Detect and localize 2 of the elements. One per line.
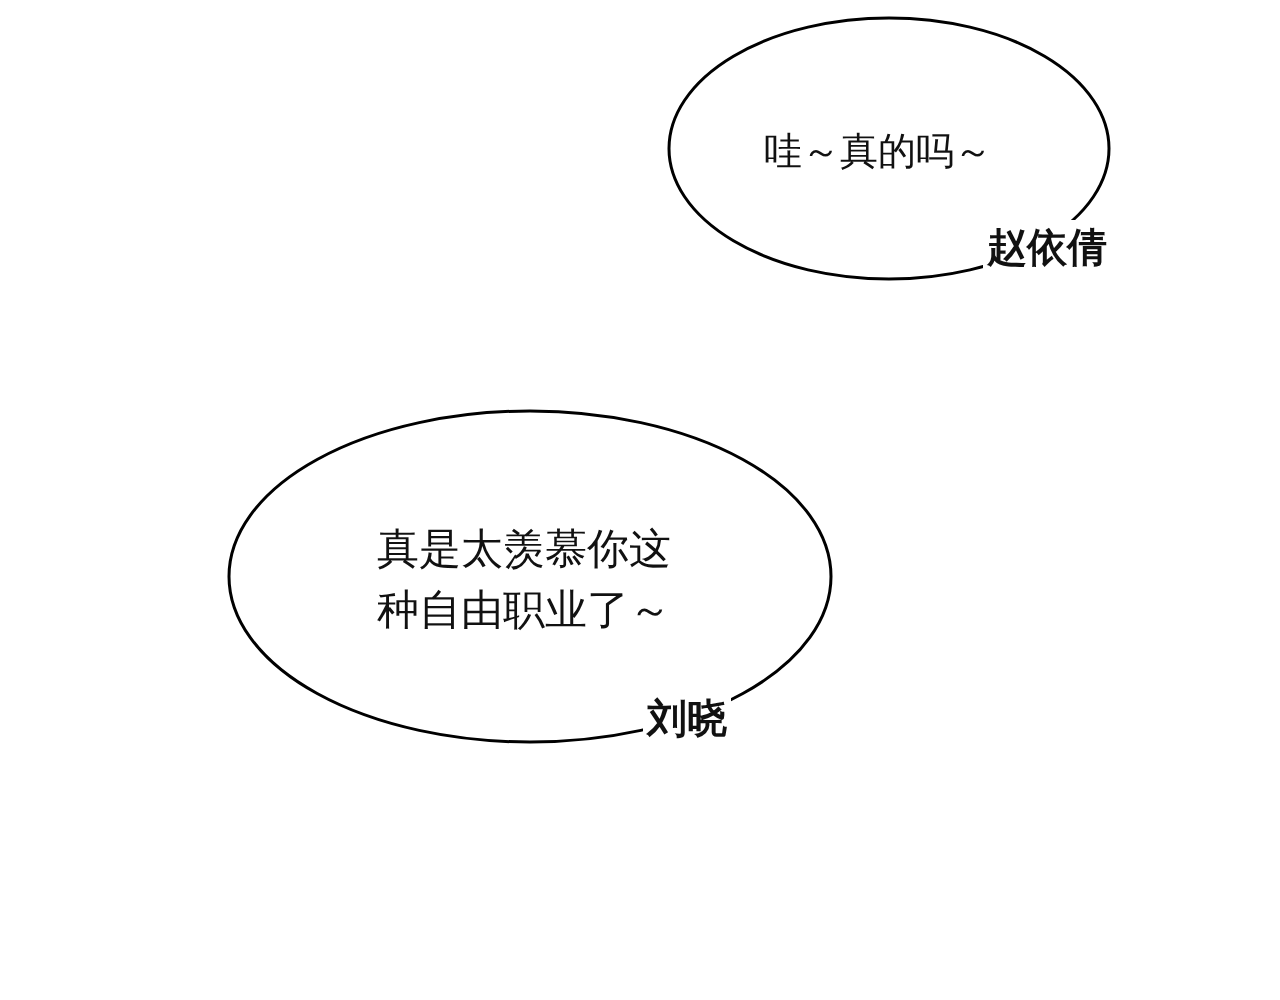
speech-text: 哇～真的吗～ <box>764 128 993 175</box>
speech-text: 真是太羡慕你这种自由职业了～ <box>377 523 672 636</box>
